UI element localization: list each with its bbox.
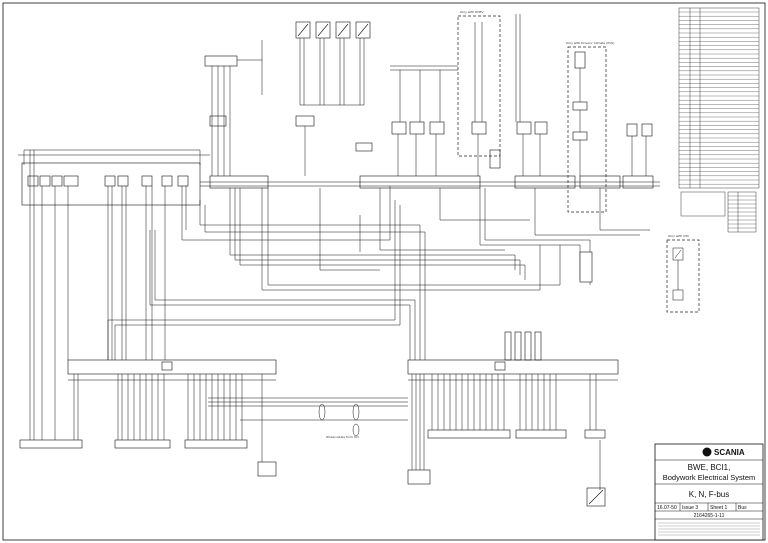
title-block-fine-print (658, 522, 760, 536)
revision-table-rows (679, 11, 759, 185)
title-line-2: Bodywork Electrical System (663, 473, 756, 482)
revision-table (678, 7, 760, 189)
title-block: SCANIA BWE, BCI1, Bodywork Electrical Sy… (654, 443, 764, 541)
lower-right-drop-wires (411, 374, 601, 490)
title-sheet: Sheet 1 (710, 505, 727, 511)
rhev-box-label: Only with RHEV (460, 10, 484, 14)
mid-routing-wires (107, 186, 650, 360)
climate-dashed-box (567, 46, 607, 213)
scania-griffin-icon (702, 447, 712, 457)
main-bus-line (200, 175, 660, 189)
title-line-1: BWE, BCI1, (688, 463, 731, 472)
brand-name: SCANIA (714, 448, 745, 457)
legend-table-rows (728, 195, 756, 229)
rhev-dashed-box (457, 15, 501, 157)
title-line-3: K, N, F-bus (689, 490, 729, 499)
title-sheet-of: Bus (738, 505, 747, 511)
cable-note-label: Wires/cables from Ind (326, 435, 359, 439)
title-issue: Issue 3 (682, 505, 698, 511)
lower-right-terminal-rows (407, 429, 606, 507)
cable-bundle (208, 397, 408, 437)
left-connector-strip (21, 162, 201, 206)
mid-connector-blocks (504, 251, 593, 361)
otc-box-label: Only with OTC (668, 234, 689, 238)
otc-box-contents (672, 247, 684, 301)
lower-left-terminal-rows (19, 439, 277, 477)
climate-box-label: Only with Drivers' Climate (PCS) (566, 41, 614, 45)
lower-left-drop-wires (73, 374, 263, 462)
lower-left-connector-bank (67, 359, 277, 381)
drawing-number: 2164265-1-11 (694, 513, 725, 519)
top-module-wires (211, 14, 647, 176)
title-date: 16.07-50 (657, 505, 677, 511)
otc-box (666, 239, 700, 313)
lower-right-connector-bank (407, 359, 619, 381)
left-vertical-wires (18, 149, 210, 440)
